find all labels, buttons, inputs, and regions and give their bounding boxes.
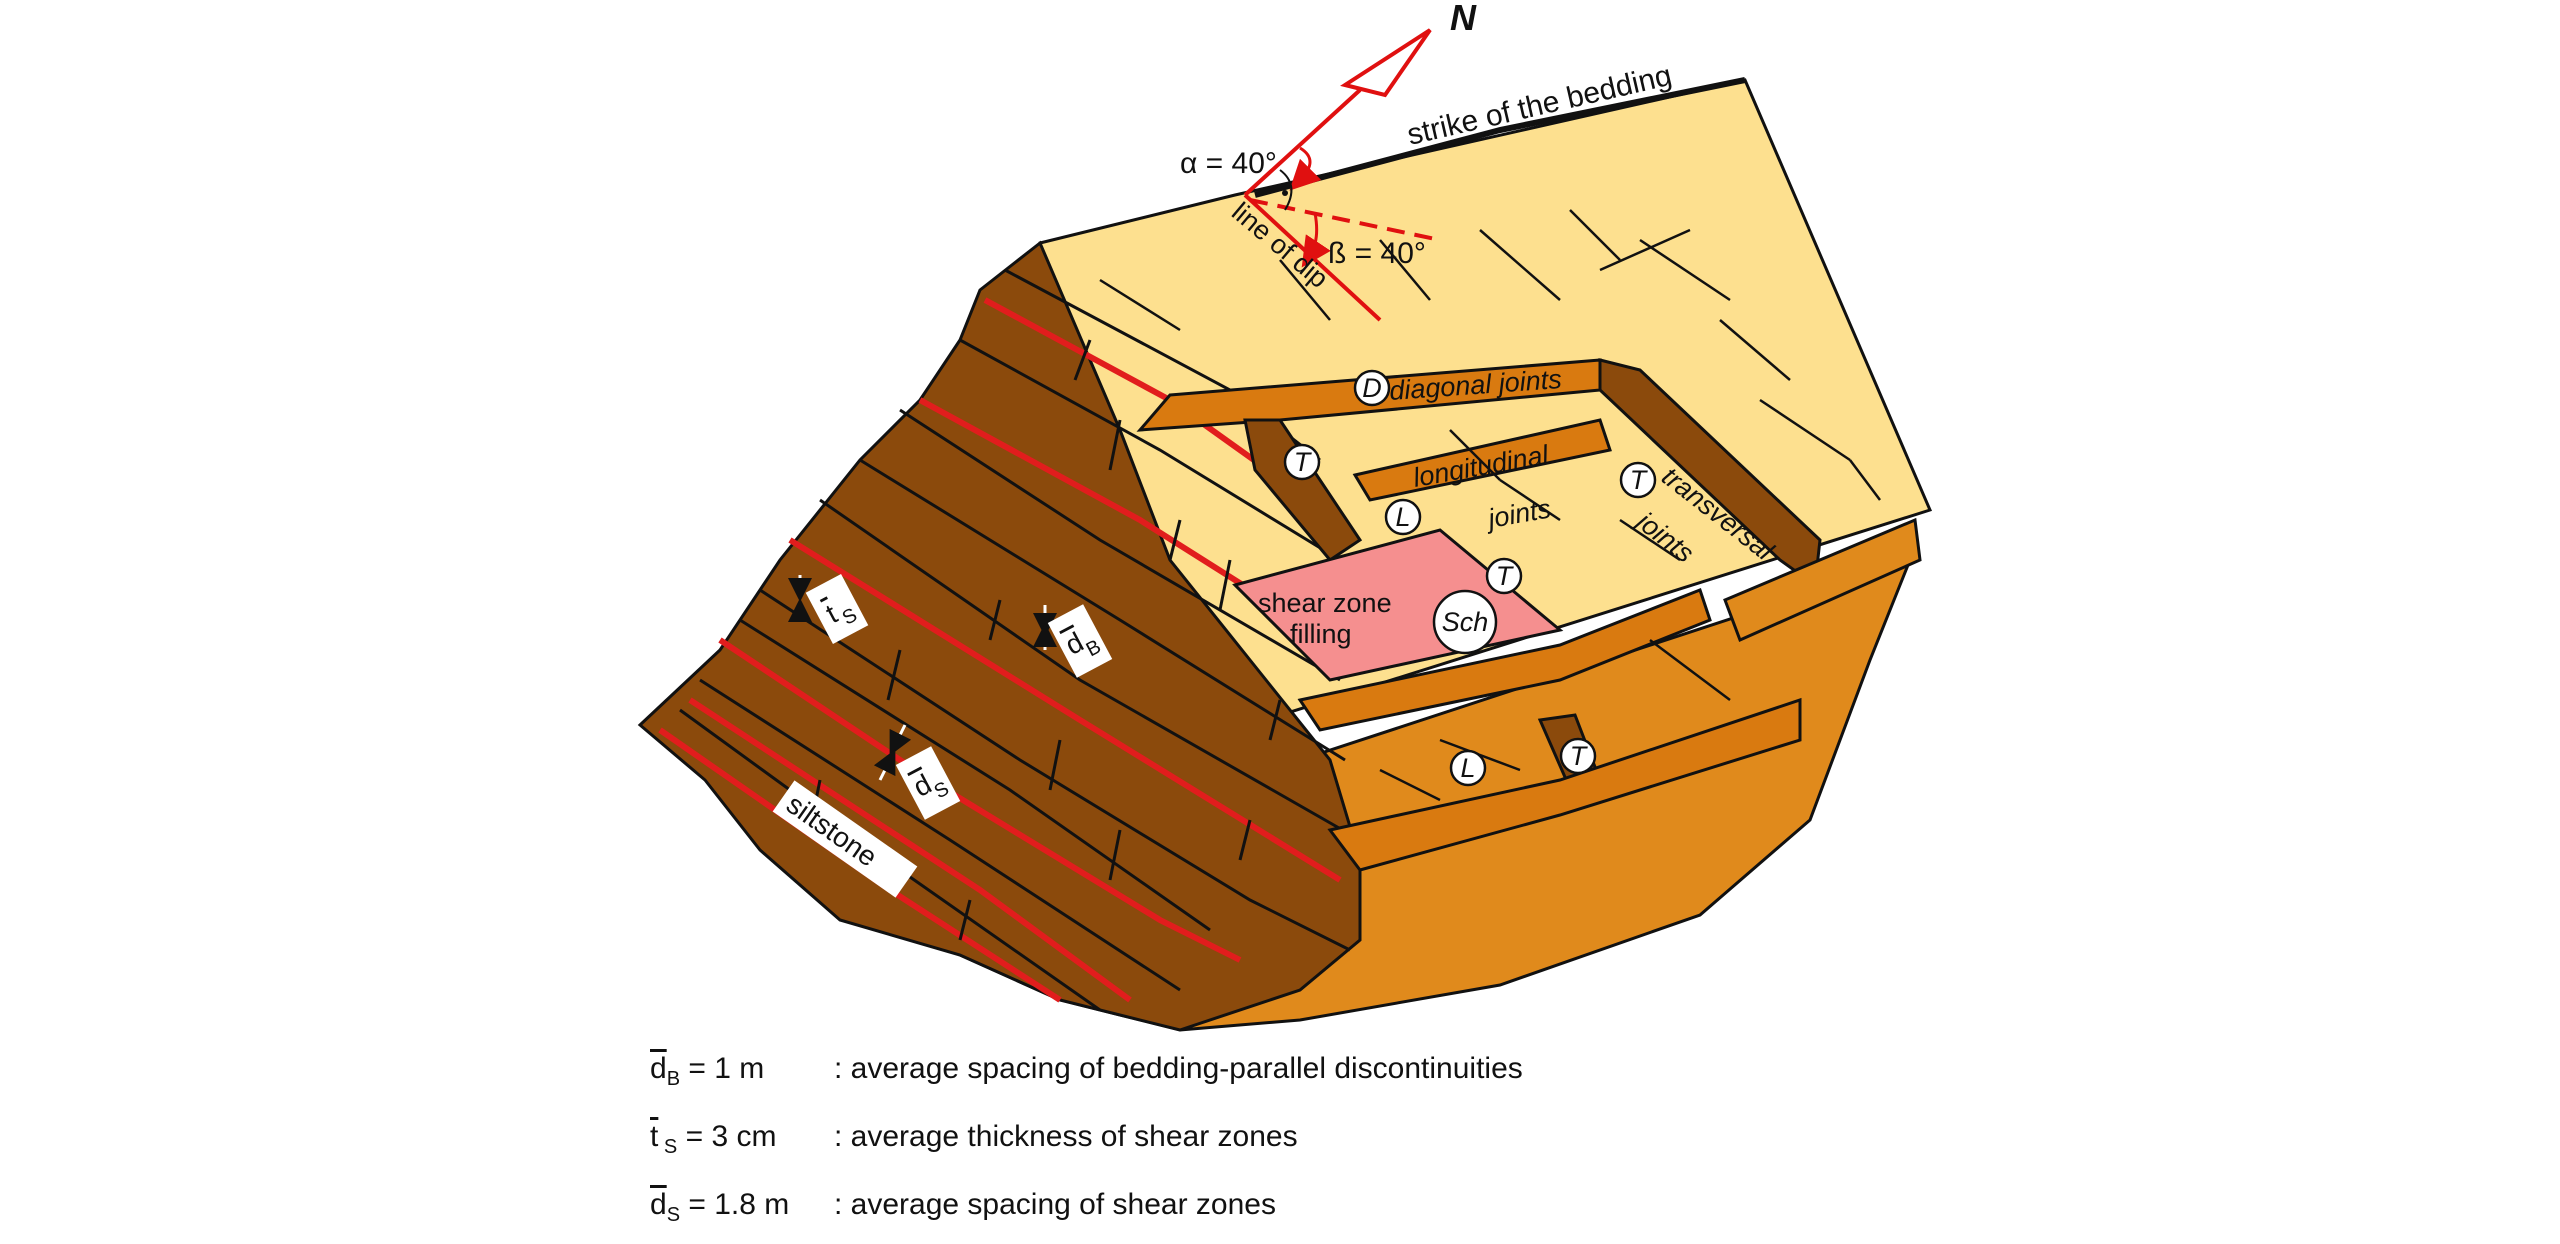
north-label: N <box>1450 0 1477 38</box>
shear-zone-label-1: shear zone <box>1258 588 1392 618</box>
legend: dB = 1 m : average spacing of bedding-pa… <box>650 1040 1523 1244</box>
longitudinal-joint-face <box>1352 418 1612 502</box>
strike-line <box>1254 77 1746 198</box>
svg-text:T: T <box>1570 741 1589 771</box>
marker-transversal-T3: T <box>1485 557 1523 595</box>
block-diagram: N α = 40° ß = 40° strike of the bedding … <box>637 0 1933 1032</box>
svg-text:L: L <box>1395 502 1410 532</box>
marker-shear-zone-Sch: Sch <box>1432 589 1498 655</box>
legend-text: : average thickness of shear zones <box>834 1120 1298 1153</box>
legend-row-ts: t S = 3 cm : average thickness of shear … <box>650 1108 1523 1176</box>
marker-diagonal-D: D <box>1353 369 1391 407</box>
svg-text:T: T <box>1294 447 1313 477</box>
legend-symbol: dS = 1.8 m <box>650 1188 790 1226</box>
transversal-step <box>1243 418 1363 562</box>
legend-symbol: t S = 3 cm <box>650 1120 777 1158</box>
legend-row-ds: dS = 1.8 m : average spacing of shear zo… <box>650 1176 1523 1244</box>
beta-dashed-line <box>1249 198 1441 242</box>
ts-callout: t S <box>788 574 869 644</box>
marker-longitudinal-L1: L <box>1384 498 1422 536</box>
beta-label: ß = 40° <box>1328 237 1426 270</box>
figure-stage: N α = 40° ß = 40° strike of the bedding … <box>637 0 1933 1226</box>
lower-step-face <box>1297 588 1712 732</box>
alpha-arc <box>1289 146 1322 191</box>
right-angle-dot <box>1282 190 1288 196</box>
legend-text: : average spacing of shear zones <box>834 1188 1276 1221</box>
svg-text:L: L <box>1460 753 1475 783</box>
marker-transversal-T1: T <box>1283 443 1321 481</box>
db-callout: d B <box>1033 604 1113 678</box>
alpha-label: α = 40° <box>1180 147 1277 180</box>
lowest-step-face <box>1327 697 1802 872</box>
north-arrow-shaft <box>1243 88 1362 197</box>
bedding-top-joints <box>1099 209 1881 802</box>
north-arrow-head <box>1340 28 1432 98</box>
legend-text: : average spacing of bedding-parallel di… <box>834 1052 1523 1085</box>
svg-text:Sch: Sch <box>1442 607 1489 637</box>
svg-text:T: T <box>1630 465 1649 495</box>
ds-callout: d S <box>873 724 961 820</box>
right-ledge-face <box>1723 517 1922 643</box>
right-angle-mark <box>1279 169 1293 211</box>
shear-zone-label-2: filling <box>1290 619 1352 649</box>
marker-transversal-T2: T <box>1619 461 1657 499</box>
beta-arc <box>1301 212 1331 268</box>
legend-symbol: dB = 1 m <box>650 1052 765 1090</box>
svg-text:D: D <box>1362 373 1382 403</box>
marker-longitudinal-L2: L <box>1449 749 1487 787</box>
marker-transversal-T4: T <box>1559 737 1597 775</box>
legend-row-db: dB = 1 m : average spacing of bedding-pa… <box>650 1040 1523 1108</box>
svg-text:T: T <box>1496 561 1515 591</box>
